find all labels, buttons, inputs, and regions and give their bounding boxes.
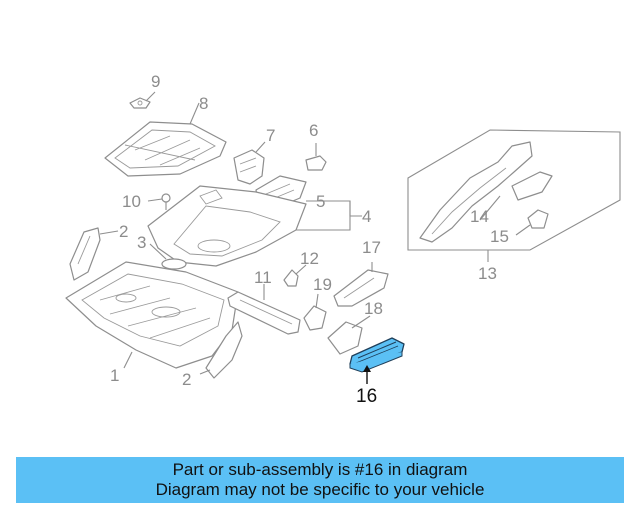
part-10-bolt[interactable] — [161, 193, 171, 210]
callout-14: 14 — [470, 207, 489, 226]
part-7-bracket[interactable] — [233, 149, 265, 185]
callout-9: 9 — [151, 72, 160, 91]
callout-6: 6 — [309, 121, 318, 140]
part-4-rear-floor-pan[interactable] — [147, 185, 307, 267]
info-banner: Part or sub-assembly is #16 in diagram D… — [16, 457, 624, 503]
part-12-bracket[interactable] — [283, 269, 299, 287]
callout-3: 3 — [137, 233, 146, 252]
callout-13: 13 — [478, 264, 497, 283]
part-18-bracket[interactable] — [327, 321, 363, 355]
part-16-arrow — [363, 365, 371, 384]
callout-5: 5 — [316, 192, 325, 211]
part-6-clip[interactable] — [305, 155, 327, 171]
part-2-side-member-upper[interactable] — [69, 227, 101, 281]
callout-7: 7 — [266, 126, 275, 145]
callout-2-lower: 2 — [182, 370, 191, 389]
part-19-bracket[interactable] — [303, 305, 327, 331]
part-13-assembly-frame — [407, 129, 621, 251]
callout-15: 15 — [490, 227, 509, 246]
callout-18: 18 — [364, 299, 383, 318]
part-11-crossmember[interactable] — [227, 291, 301, 335]
part-3-grommet[interactable] — [161, 258, 187, 270]
part-8-spare-tire-cover[interactable] — [104, 121, 227, 177]
part-1-front-floor[interactable] — [65, 261, 239, 369]
leader-lines — [99, 91, 531, 375]
banner-line-1: Part or sub-assembly is #16 in diagram — [172, 460, 468, 479]
callout-labels: 9 8 7 6 10 5 4 2 3 12 11 17 19 18 1 2 14… — [110, 72, 509, 407]
part-16-highlighted[interactable] — [349, 337, 405, 373]
callout-2-upper: 2 — [119, 222, 128, 241]
callout-16-highlighted: 16 — [356, 386, 377, 407]
part-15-bracket[interactable] — [527, 209, 549, 229]
callout-11: 11 — [254, 268, 272, 287]
callout-10: 10 — [122, 192, 141, 211]
callout-8: 8 — [199, 94, 208, 113]
part-9-bracket[interactable] — [129, 97, 151, 109]
part-14-rear-side-member[interactable] — [419, 141, 553, 243]
callout-1: 1 — [110, 366, 119, 385]
callout-19: 19 — [313, 275, 332, 294]
callout-17: 17 — [362, 238, 381, 257]
part-17-extension[interactable] — [333, 269, 389, 307]
callout-12: 12 — [300, 249, 319, 268]
callout-4: 4 — [362, 207, 371, 226]
banner-line-2: Diagram may not be specific to your vehi… — [155, 480, 485, 499]
part-2-side-member-lower[interactable] — [205, 321, 243, 379]
